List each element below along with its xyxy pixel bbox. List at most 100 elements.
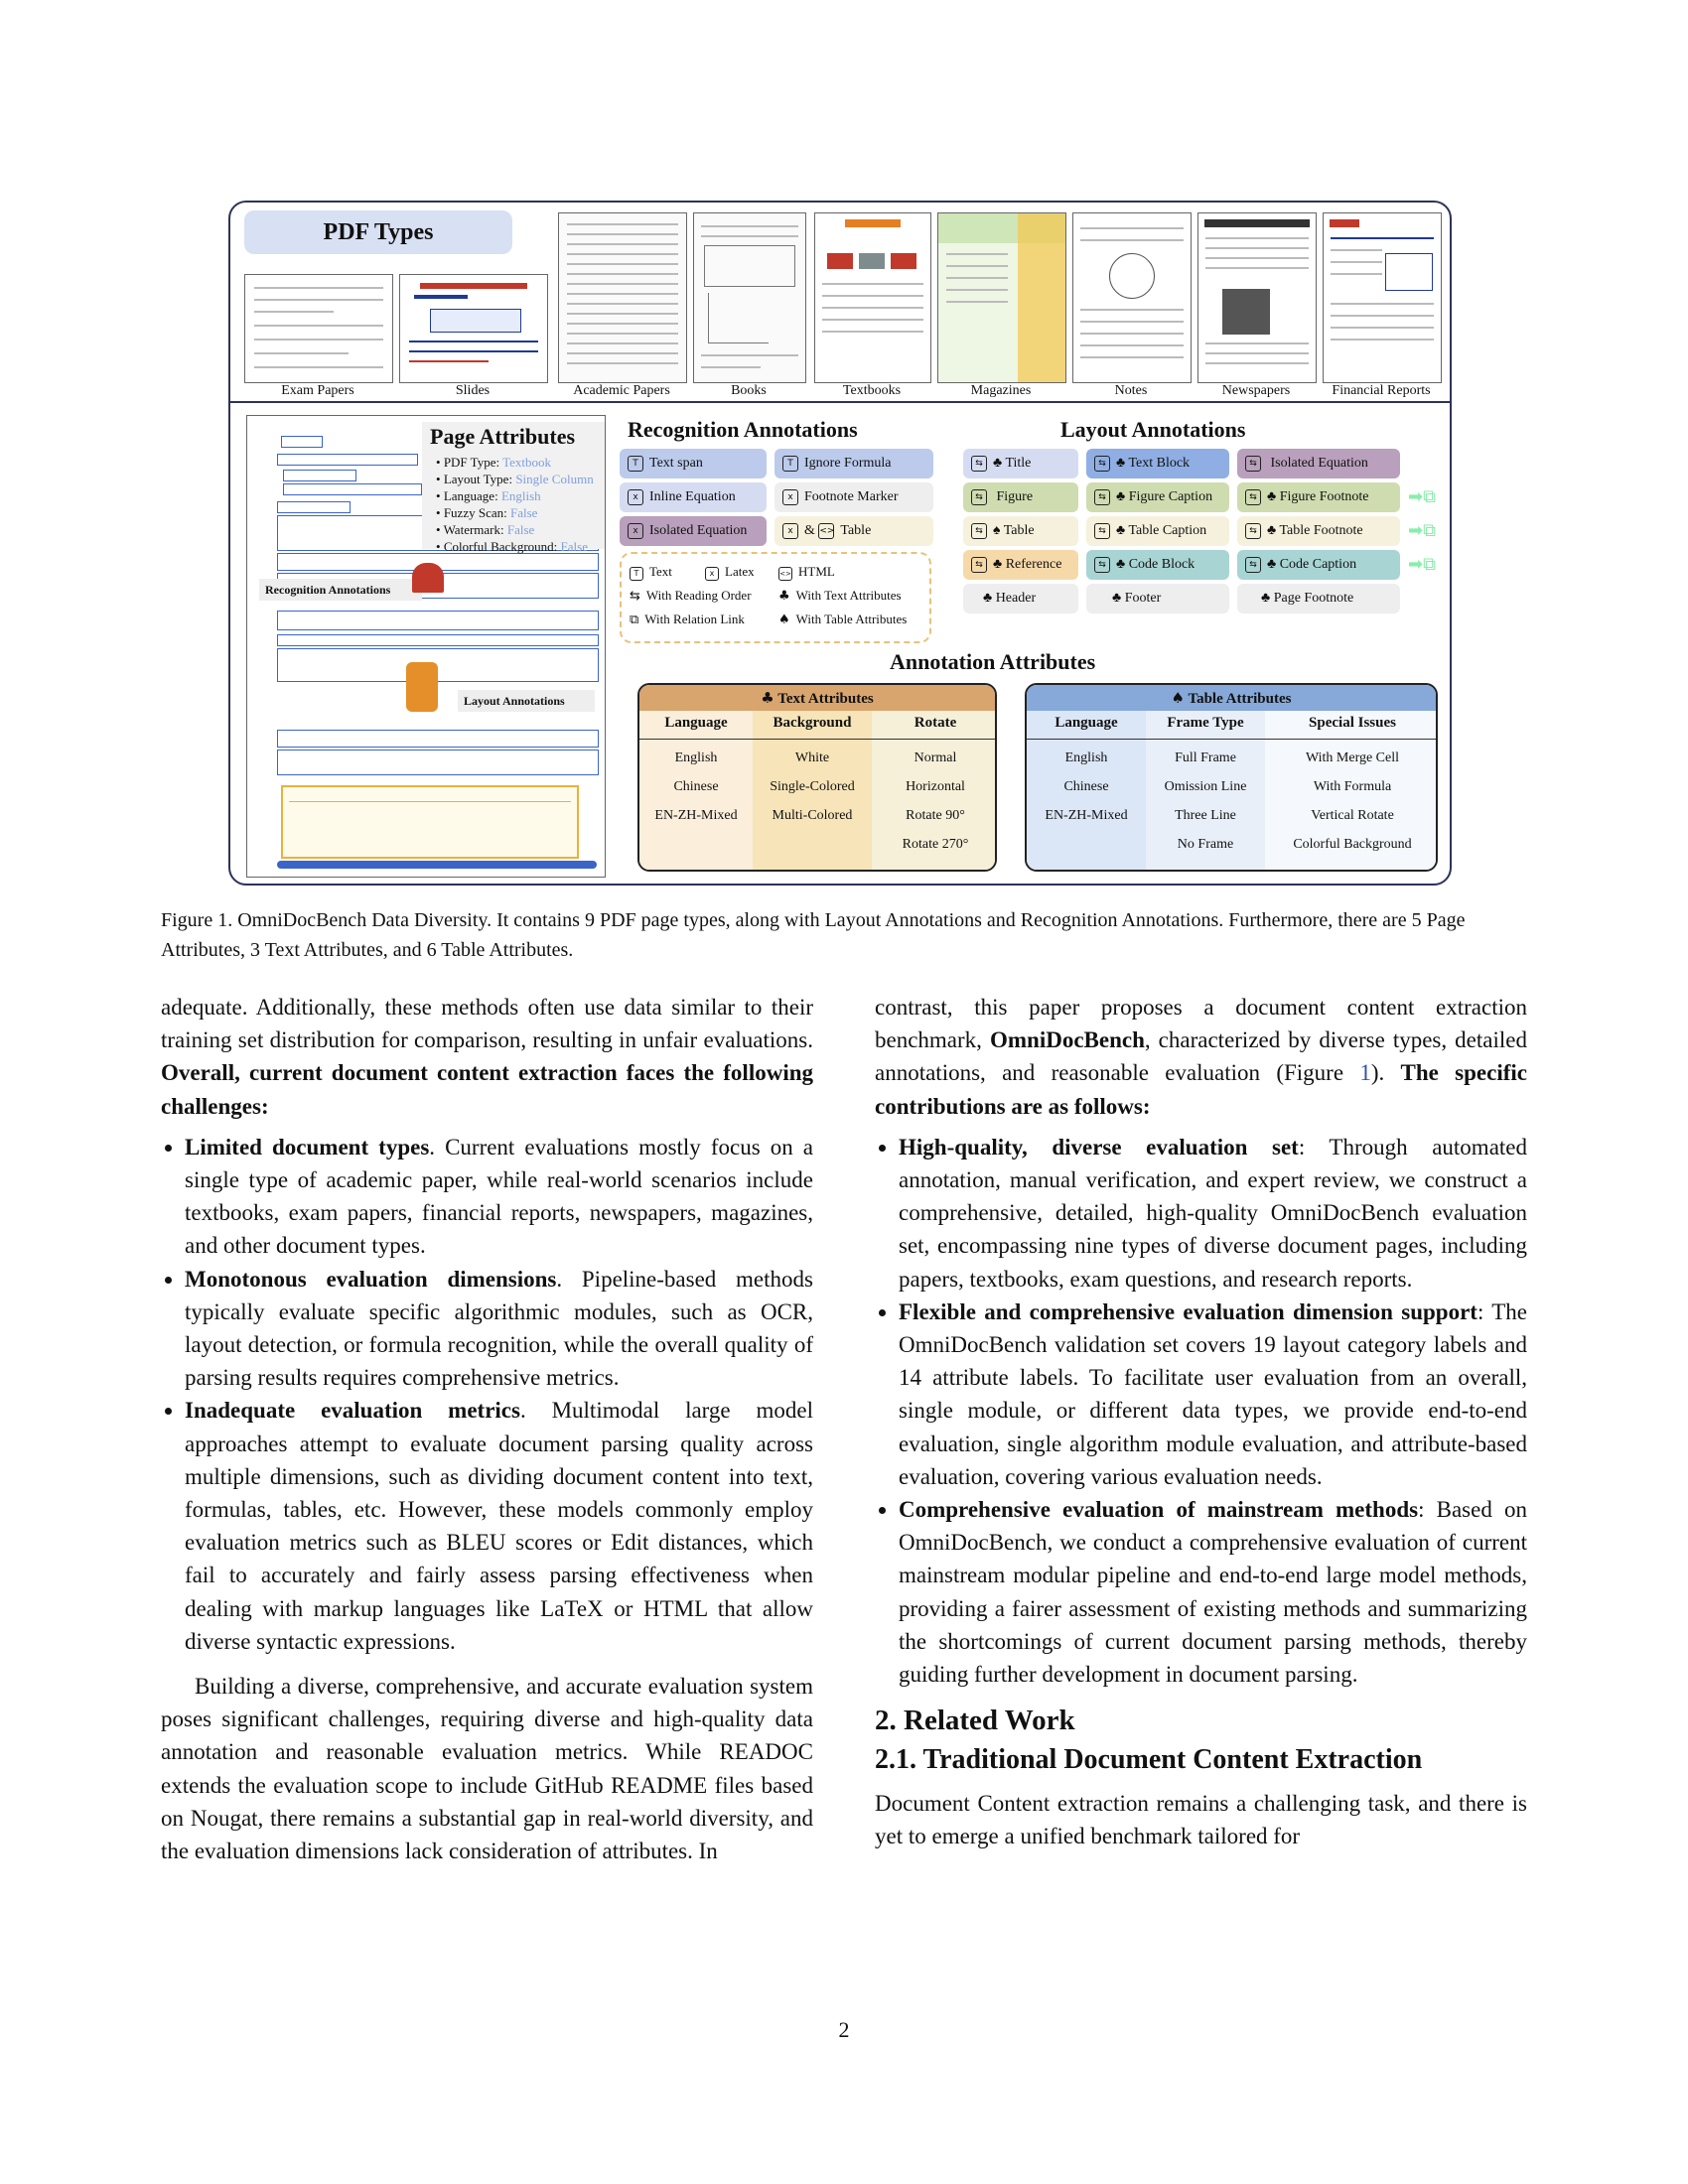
cell: Chinese <box>673 779 719 794</box>
html-icon: <> <box>778 567 792 581</box>
thumb-notes <box>1072 212 1192 383</box>
thumb-textbooks <box>814 212 931 383</box>
pill-code-caption: ⇆♣ Code Caption <box>1237 550 1400 580</box>
relation-link-icon: ➡⧉ <box>1408 554 1436 575</box>
pill-page-footnote: ♣ Page Footnote <box>1237 584 1400 614</box>
thumb-label: Books <box>731 383 767 398</box>
cell: Vertical Rotate <box>1311 808 1394 823</box>
layout-annotations-title: Layout Annotations <box>1060 417 1246 442</box>
legend-item: <>HTML <box>778 564 835 581</box>
pill-table-footnote: ⇆♣ Table Footnote <box>1237 516 1400 546</box>
tex-icon: x <box>782 488 798 505</box>
annotation-attributes-title: Annotation Attributes <box>890 649 1096 674</box>
pill-isolated-equation: ⇆ Isolated Equation <box>1237 449 1400 478</box>
paragraph: contrast, this paper proposes a document… <box>875 995 1527 1119</box>
cell: Multi-Colored <box>772 808 853 823</box>
reading-order-icon: ⇆ <box>1094 455 1110 472</box>
reading-order-icon: ⇆ <box>1094 522 1110 539</box>
pill-header: ♣ Header <box>963 584 1078 614</box>
reading-order-icon: ⇆ <box>971 455 987 472</box>
club-icon: ♣ <box>778 589 790 604</box>
right-column: contrast, this paper proposes a document… <box>875 991 1527 1852</box>
thumb-slides <box>399 274 548 383</box>
cell: English <box>1064 751 1108 765</box>
col-language: Language <box>1055 715 1118 731</box>
reading-order-icon: ⇆ <box>971 488 987 505</box>
text-attributes-header: ♣ Text Attributes <box>639 685 995 711</box>
thumb-newspapers <box>1197 212 1317 383</box>
cell: With Formula <box>1313 779 1392 794</box>
cell: EN-ZH-Mixed <box>1045 808 1128 823</box>
page-attribute: • Colorful Background: False <box>436 539 588 554</box>
thumb-label: Academic Papers <box>573 383 670 398</box>
cell: EN-ZH-Mixed <box>654 808 738 823</box>
cell: Rotate 270° <box>902 837 969 852</box>
tex-icon: x <box>628 488 643 505</box>
thumb-magazines <box>937 212 1066 383</box>
reading-order-icon: ⇆ <box>1094 556 1110 573</box>
sample-recognition-label: Recognition Annotations <box>259 579 422 601</box>
page-attribute: • Watermark: False <box>436 522 535 537</box>
pill-table-caption: ⇆♣ Table Caption <box>1086 516 1229 546</box>
reading-order-icon: ⇆ <box>1245 455 1261 472</box>
legend-item: ♣With Text Attributes <box>778 588 902 604</box>
col-background: Background <box>773 715 852 731</box>
thumb-academic-papers <box>558 212 687 383</box>
list-item: Flexible and comprehensive evaluation di… <box>899 1296 1527 1493</box>
reading-order-icon: ⇆ <box>1245 522 1261 539</box>
sample-page: Page Attributes • PDF Type: Textbook • L… <box>246 415 606 878</box>
cell: Full Frame <box>1175 751 1236 765</box>
list-item: High-quality, diverse evaluation set: Th… <box>899 1131 1527 1296</box>
cell: No Frame <box>1177 837 1234 852</box>
paragraph: adequate. Additionally, these methods of… <box>161 995 813 1119</box>
cell: Rotate 90° <box>906 808 965 823</box>
thumb-books <box>693 212 806 383</box>
cell: English <box>674 751 718 765</box>
table-attributes-table: ♠ Table Attributes Language Frame Type S… <box>1025 683 1438 872</box>
latex-icon: x <box>705 567 719 581</box>
pill-figure-footnote: ⇆♣ Figure Footnote <box>1237 482 1400 512</box>
page-attributes-title: Page Attributes <box>430 424 576 449</box>
subsection-heading: 2.1. Traditional Document Content Extrac… <box>875 1744 1423 1776</box>
pdf-types-title: PDF Types <box>244 210 512 254</box>
text-icon: T <box>628 455 643 472</box>
spade-icon: ♠ <box>778 613 790 627</box>
page-number: 2 <box>838 2017 850 2042</box>
thumb-label: Notes <box>1114 383 1148 398</box>
left-column: adequate. Additionally, these methods of… <box>161 991 813 1867</box>
sample-footer-bar <box>277 861 597 869</box>
paragraph: Building a diverse, comprehensive, and a… <box>161 1674 813 1864</box>
pill-text-block: ⇆♣ Text Block <box>1086 449 1229 478</box>
figure-ref-link[interactable]: 1 <box>1359 1060 1371 1086</box>
reading-order-icon: ⇆ <box>630 589 640 604</box>
section-heading: 2. Related Work <box>875 1705 1075 1737</box>
list-item: Comprehensive evaluation of mainstream m… <box>899 1493 1527 1691</box>
reading-order-icon: ⇆ <box>971 522 987 539</box>
list-item: Limited document types. Current evaluati… <box>185 1131 813 1263</box>
thumb-label: Slides <box>455 383 491 398</box>
table-attributes-header: ♠ Table Attributes <box>1027 685 1436 711</box>
text-icon: T <box>630 567 643 581</box>
text-attributes-table: ♣ Text Attributes Language Background Ro… <box>637 683 997 872</box>
thumb-label: Textbooks <box>842 383 902 398</box>
page-attribute: • Language: English <box>436 488 541 503</box>
cell: Omission Line <box>1164 779 1247 794</box>
challenge-list: Limited document types. Current evaluati… <box>161 1131 813 1658</box>
col-rotate: Rotate <box>914 715 957 731</box>
thumb-label: Exam Papers <box>281 383 354 398</box>
club-icon: ♣ <box>761 689 774 707</box>
thumb-financial-reports <box>1323 212 1442 383</box>
col-language: Language <box>664 715 728 731</box>
cell: Three Line <box>1175 808 1236 823</box>
pill-figure: ⇆ Figure <box>963 482 1078 512</box>
cell: White <box>794 751 830 765</box>
pill-title: ⇆♣ Title <box>963 449 1078 478</box>
pill-footer: ♣ Footer <box>1086 584 1229 614</box>
list-item: Inadequate evaluation metrics. Multimoda… <box>185 1394 813 1658</box>
bottle-image <box>406 662 438 712</box>
legend-item: ♠With Table Attributes <box>778 612 908 627</box>
